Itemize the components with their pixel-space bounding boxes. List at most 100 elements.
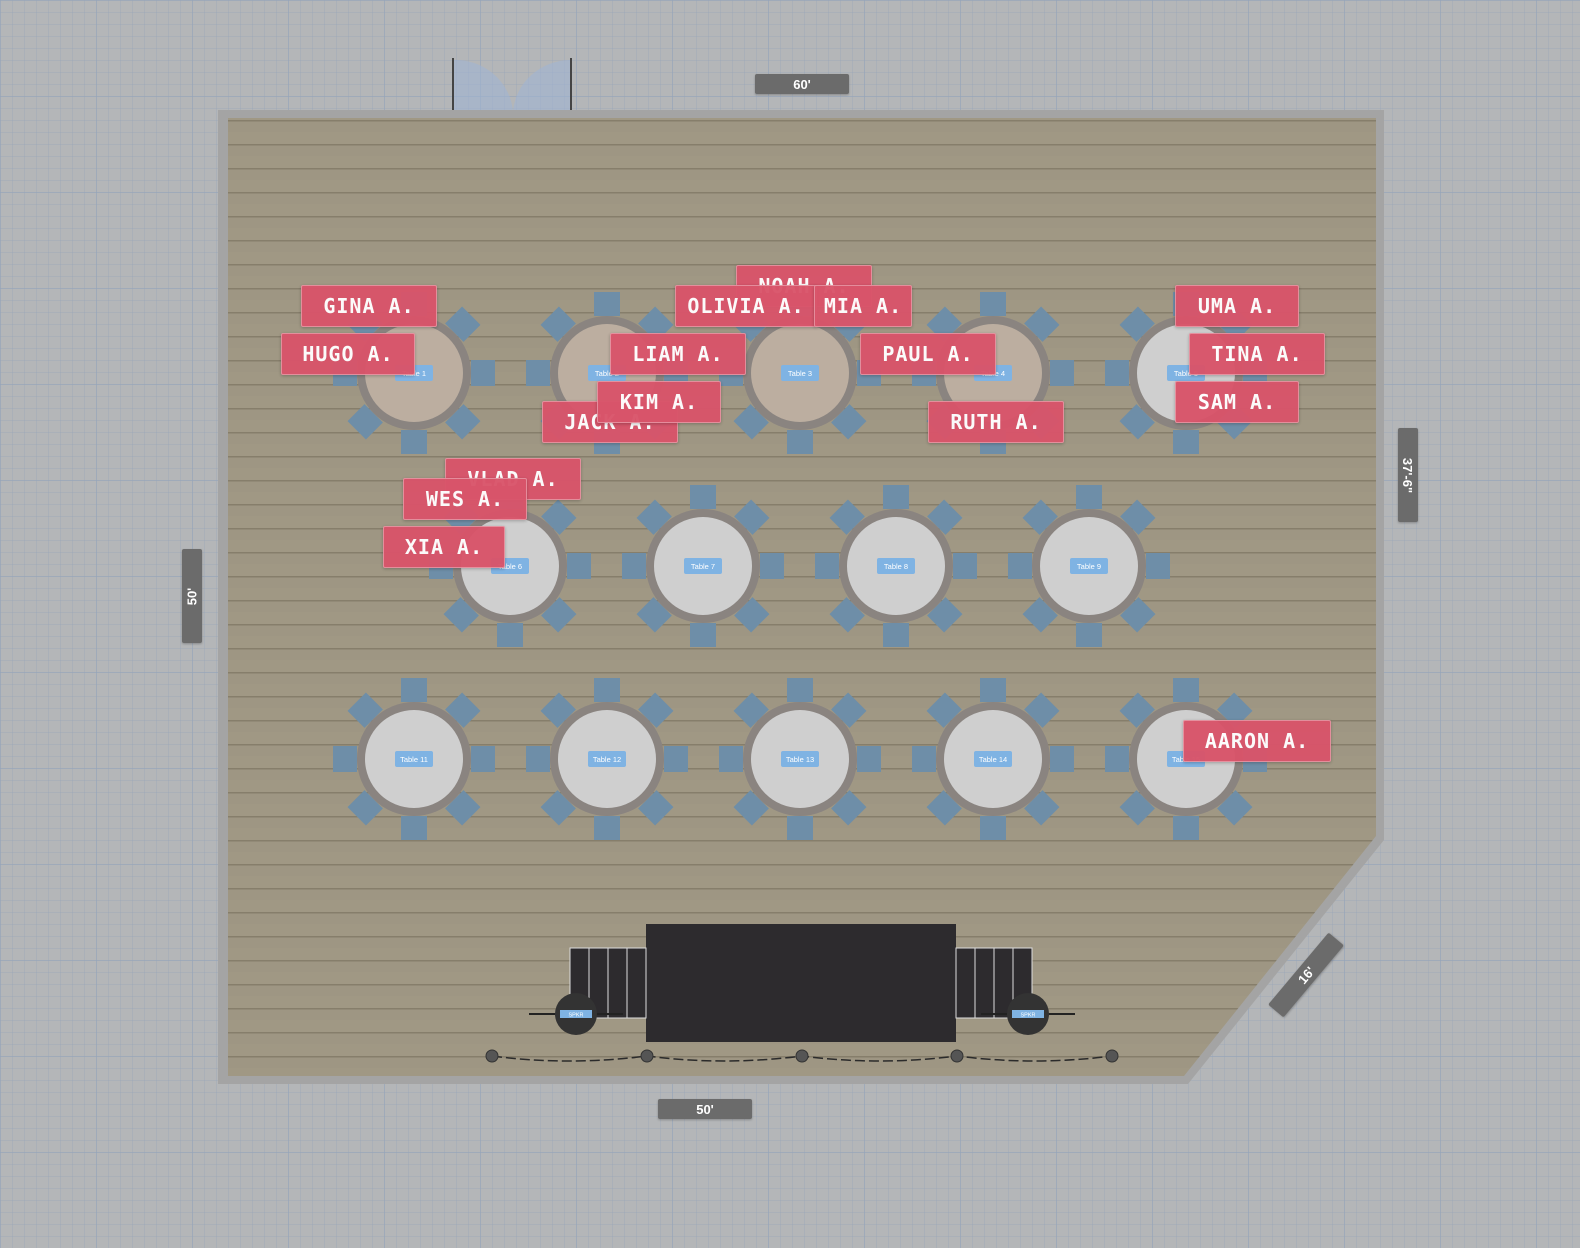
chair[interactable] xyxy=(1173,430,1199,454)
guest-name-tag[interactable]: RUTH A. xyxy=(928,401,1064,443)
guest-name-tag[interactable]: SAM A. xyxy=(1175,381,1299,423)
chair[interactable] xyxy=(526,746,550,772)
chair[interactable] xyxy=(445,692,481,728)
chair[interactable] xyxy=(471,360,495,386)
chair[interactable] xyxy=(347,790,383,826)
chair[interactable] xyxy=(401,678,427,702)
chair[interactable] xyxy=(883,623,909,647)
speaker[interactable]: SPKR xyxy=(529,993,623,1035)
chair[interactable] xyxy=(1024,790,1060,826)
chair[interactable] xyxy=(541,597,577,633)
chair[interactable] xyxy=(638,692,674,728)
dimension-top[interactable]: 60' xyxy=(755,74,849,94)
round-table[interactable]: Table 13 xyxy=(719,678,881,840)
chair[interactable] xyxy=(829,597,865,633)
round-table[interactable]: Table 7 xyxy=(622,485,784,647)
chair[interactable] xyxy=(445,790,481,826)
chair[interactable] xyxy=(638,790,674,826)
chair[interactable] xyxy=(1008,553,1032,579)
dimension-right[interactable]: 37'-6" xyxy=(1398,428,1418,522)
chair[interactable] xyxy=(1022,597,1058,633)
chair[interactable] xyxy=(1119,404,1155,440)
chair[interactable] xyxy=(1076,623,1102,647)
chair[interactable] xyxy=(733,692,769,728)
chair[interactable] xyxy=(1146,553,1170,579)
stage-steps[interactable] xyxy=(569,947,647,1019)
guest-name-tag[interactable]: OLIVIA A. xyxy=(675,285,817,327)
chair[interactable] xyxy=(347,404,383,440)
chair[interactable] xyxy=(347,692,383,728)
chair[interactable] xyxy=(980,292,1006,316)
chair[interactable] xyxy=(526,360,550,386)
chair[interactable] xyxy=(927,499,963,535)
chair[interactable] xyxy=(1105,746,1129,772)
round-table[interactable]: Table 8 xyxy=(815,485,977,647)
chair[interactable] xyxy=(594,678,620,702)
chair[interactable] xyxy=(664,746,688,772)
chair[interactable] xyxy=(787,678,813,702)
chair[interactable] xyxy=(760,553,784,579)
chair[interactable] xyxy=(831,404,867,440)
chair[interactable] xyxy=(1120,597,1156,633)
stage[interactable] xyxy=(646,924,956,1042)
chair[interactable] xyxy=(980,678,1006,702)
chair[interactable] xyxy=(815,553,839,579)
chair[interactable] xyxy=(471,746,495,772)
chair[interactable] xyxy=(445,306,481,342)
chair[interactable] xyxy=(719,746,743,772)
chair[interactable] xyxy=(829,499,865,535)
chair[interactable] xyxy=(1022,499,1058,535)
chair[interactable] xyxy=(1105,360,1129,386)
chair[interactable] xyxy=(333,746,357,772)
guest-name-tag[interactable]: WES A. xyxy=(403,478,527,520)
guest-name-tag[interactable]: HUGO A. xyxy=(281,333,415,375)
round-table[interactable]: Table 9 xyxy=(1008,485,1170,647)
guest-name-tag[interactable]: GINA A. xyxy=(301,285,437,327)
chair[interactable] xyxy=(497,623,523,647)
chair[interactable] xyxy=(540,790,576,826)
chair[interactable] xyxy=(857,746,881,772)
guest-name-tag[interactable]: AARON A. xyxy=(1183,720,1331,762)
chair[interactable] xyxy=(401,430,427,454)
chair[interactable] xyxy=(594,292,620,316)
chair[interactable] xyxy=(1217,790,1253,826)
chair[interactable] xyxy=(787,816,813,840)
guest-name-tag[interactable]: MIA A. xyxy=(814,285,912,327)
chair[interactable] xyxy=(734,499,770,535)
guest-name-tag[interactable]: KIM A. xyxy=(597,381,721,423)
round-table[interactable]: Table 3 xyxy=(719,292,881,454)
guest-name-tag[interactable]: LIAM A. xyxy=(610,333,746,375)
chair[interactable] xyxy=(636,597,672,633)
chair[interactable] xyxy=(1119,692,1155,728)
guest-name-tag[interactable]: PAUL A. xyxy=(860,333,996,375)
chair[interactable] xyxy=(622,553,646,579)
chair[interactable] xyxy=(690,485,716,509)
chair[interactable] xyxy=(1076,485,1102,509)
chair[interactable] xyxy=(926,692,962,728)
chair[interactable] xyxy=(690,623,716,647)
chair[interactable] xyxy=(733,790,769,826)
chair[interactable] xyxy=(1119,790,1155,826)
guest-name-tag[interactable]: UMA A. xyxy=(1175,285,1299,327)
door[interactable] xyxy=(452,58,572,112)
chair[interactable] xyxy=(567,553,591,579)
chair[interactable] xyxy=(912,746,936,772)
chair[interactable] xyxy=(1217,692,1253,728)
round-table[interactable]: Table 12 xyxy=(526,678,688,840)
chair[interactable] xyxy=(1173,678,1199,702)
chair[interactable] xyxy=(980,816,1006,840)
round-table[interactable]: Table 14 xyxy=(912,678,1074,840)
chair[interactable] xyxy=(787,430,813,454)
chair[interactable] xyxy=(831,790,867,826)
chair[interactable] xyxy=(1120,499,1156,535)
chair[interactable] xyxy=(734,597,770,633)
chair[interactable] xyxy=(1024,692,1060,728)
chair[interactable] xyxy=(1050,746,1074,772)
chair[interactable] xyxy=(594,816,620,840)
dimension-bottom[interactable]: 50' xyxy=(658,1099,752,1119)
chair[interactable] xyxy=(1119,306,1155,342)
chair[interactable] xyxy=(733,404,769,440)
chair[interactable] xyxy=(443,597,479,633)
round-table[interactable]: Table 11 xyxy=(333,678,495,840)
